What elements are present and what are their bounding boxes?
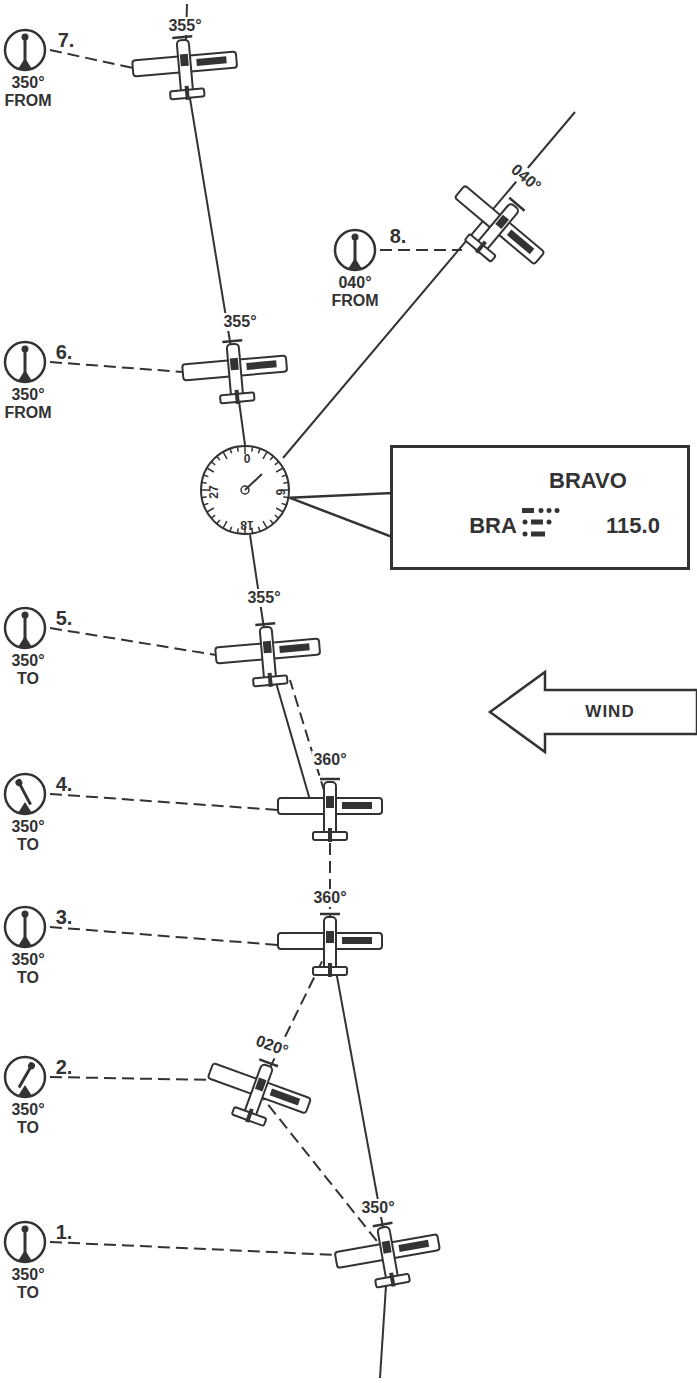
indicator-reading: 350° TO bbox=[2, 951, 54, 987]
indicator-reading: 350° TO bbox=[2, 652, 54, 688]
heading-label: 040° bbox=[506, 159, 546, 197]
compass-rose: 0 6 18 27 bbox=[200, 445, 290, 535]
station-ident: BRA bbox=[469, 513, 517, 539]
indicator-reading: 350° FROM bbox=[2, 386, 54, 422]
heading-label: 355° bbox=[166, 17, 203, 35]
callout-number: 1. bbox=[54, 1223, 75, 1241]
indicator-reading: 350° TO bbox=[2, 818, 54, 854]
heading-label: 360° bbox=[311, 889, 348, 907]
indicator-reading: 040° FROM bbox=[329, 274, 381, 310]
compass-number: 0 bbox=[244, 452, 251, 466]
callout-number: 7. bbox=[56, 31, 77, 49]
compass-number: 6 bbox=[273, 489, 287, 496]
compass-number: 18 bbox=[240, 518, 253, 532]
station-callout: BRAVO BRA 115.0 bbox=[390, 445, 690, 570]
wind-label: WIND bbox=[583, 703, 636, 721]
station-frequency: 115.0 bbox=[606, 513, 660, 539]
callout-number: 2. bbox=[54, 1058, 75, 1076]
heading-label: 355° bbox=[245, 589, 282, 607]
callout-number: 4. bbox=[54, 775, 75, 793]
indicator-reading: 350° FROM bbox=[2, 74, 54, 110]
compass-number: 27 bbox=[207, 485, 221, 498]
callout-number: 3. bbox=[54, 908, 75, 926]
callout-number: 8. bbox=[388, 227, 409, 245]
callout-number: 5. bbox=[54, 609, 75, 627]
heading-label: 360° bbox=[311, 751, 348, 769]
callout-pointer bbox=[289, 493, 392, 537]
station-name: BRAVO bbox=[549, 468, 627, 494]
heading-label: 350° bbox=[359, 1199, 396, 1217]
indicator-reading: 350° TO bbox=[2, 1266, 54, 1302]
callout-number: 6. bbox=[54, 343, 75, 361]
heading-label: 355° bbox=[221, 313, 258, 331]
morse-code bbox=[520, 505, 564, 541]
indicator-reading: 350° TO bbox=[2, 1101, 54, 1137]
